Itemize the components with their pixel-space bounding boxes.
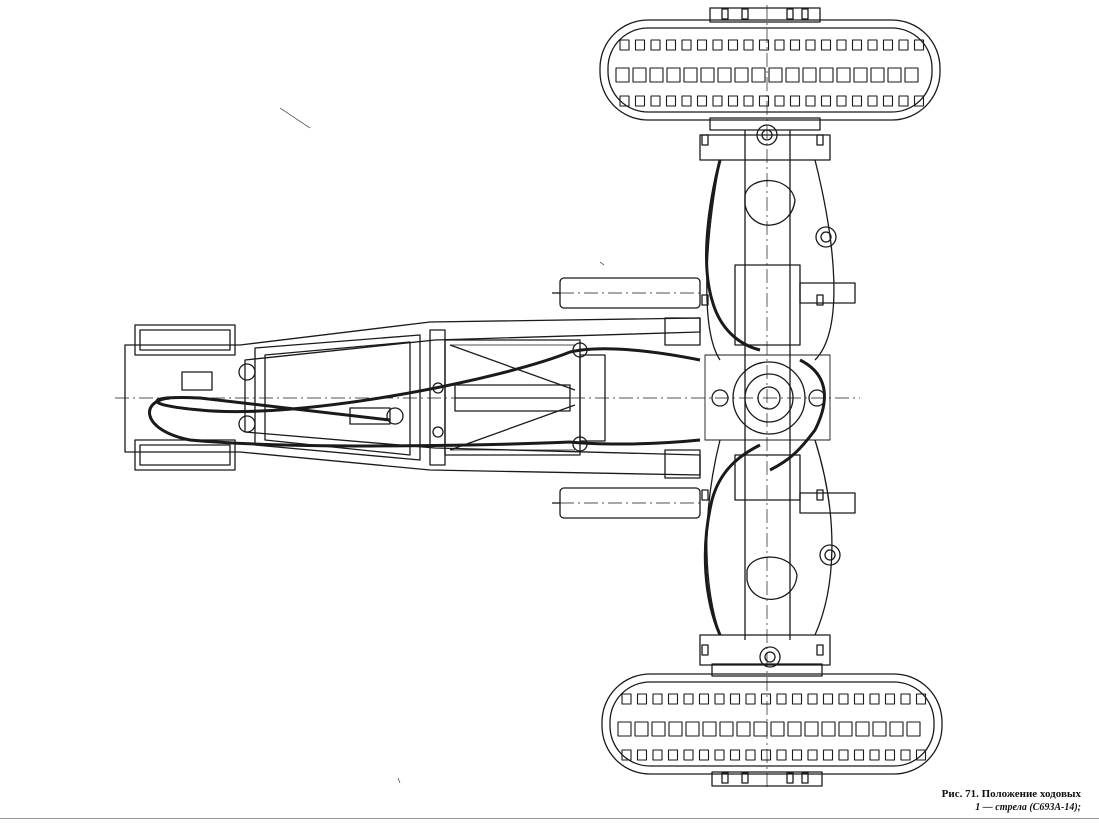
bottom-wheel	[601, 663, 943, 787]
bolts	[701, 8, 824, 784]
top-wheel	[599, 7, 941, 131]
figure-legend-line: 1 — стрела (С693А-14);	[975, 802, 1081, 813]
central-hub	[704, 264, 831, 501]
hydraulic-cylinders	[552, 277, 856, 519]
axle-beam	[699, 124, 841, 668]
tow-boom	[124, 317, 701, 476]
cross-members	[429, 317, 701, 479]
tow-cable	[148, 159, 826, 636]
figure-caption: Рис. 71. Положение ходовых	[941, 788, 1081, 800]
page-divider	[0, 818, 1099, 819]
stray-marks	[279, 107, 605, 784]
cable-turnbuckle	[349, 407, 404, 425]
